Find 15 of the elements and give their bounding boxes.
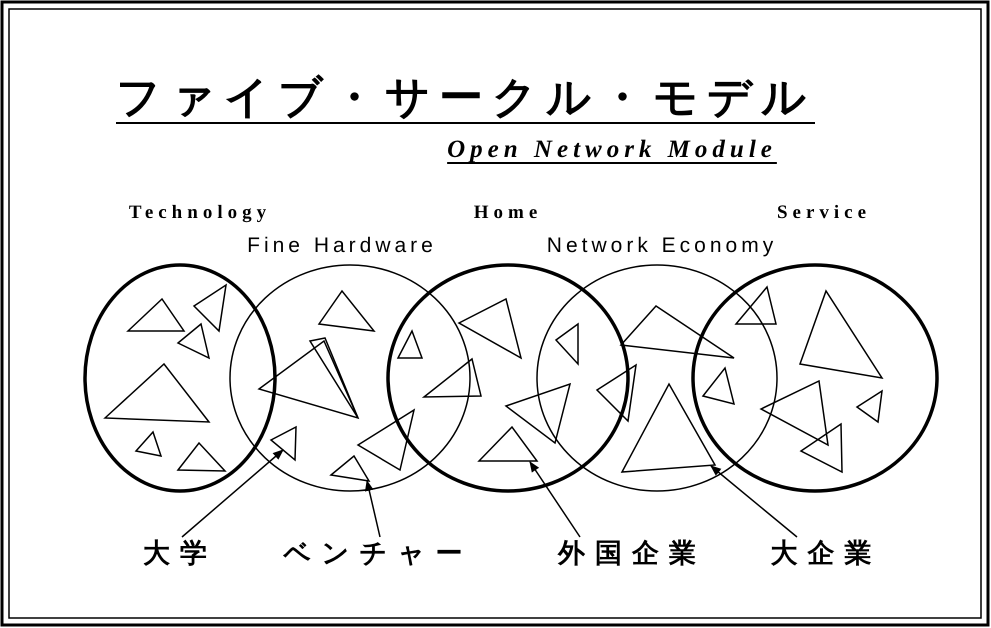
callout-label: 大企業 xyxy=(770,538,882,570)
callout-label: ベンチャー xyxy=(284,538,472,570)
circle-heading: Technology xyxy=(128,202,272,224)
leader-arrow xyxy=(182,449,284,538)
circle-heading: Network Economy xyxy=(546,235,778,257)
leader-arrow xyxy=(364,480,381,538)
circle-heading: Fine Hardware xyxy=(247,235,437,257)
title: ファイブ・サークル・モデル xyxy=(115,71,816,125)
subtitle: Open Network Module xyxy=(447,136,777,164)
callout-label: 大学 xyxy=(143,538,217,570)
circle-heading: Service xyxy=(776,202,872,224)
callout-label: 外国企業 xyxy=(558,538,706,570)
circle-heading: Home xyxy=(474,202,542,224)
leader-arrow xyxy=(529,461,581,538)
leader-arrow xyxy=(710,465,798,538)
